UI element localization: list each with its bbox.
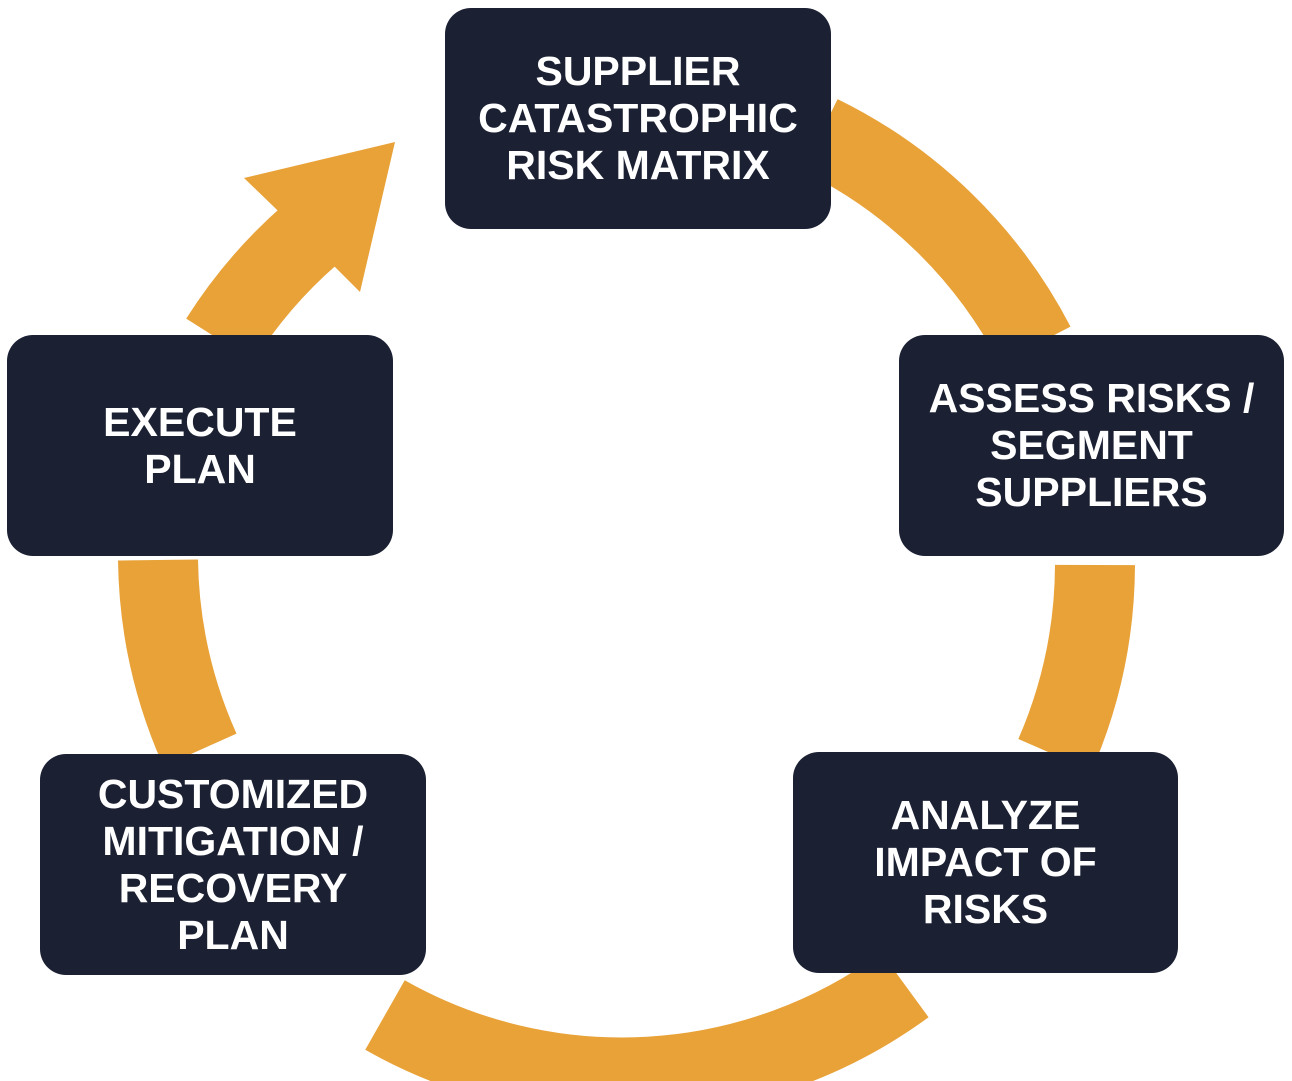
ring-arc-right <box>1018 564 1135 771</box>
step-mitigation-recovery-plan: CUSTOMIZED MITIGATION / RECOVERY PLAN <box>40 754 426 975</box>
ring-arc-left <box>118 558 237 767</box>
step-assess-risks: ASSESS RISKS / SEGMENT SUPPLIERS <box>899 335 1284 556</box>
ring-arc-top-right <box>802 99 1071 364</box>
ring-arc-bottom <box>365 952 929 1081</box>
step-supplier-risk-matrix: SUPPLIER CATASTROPHIC RISK MATRIX <box>445 8 831 229</box>
ring-arc-upper-left <box>186 204 337 362</box>
cycle-arrowhead <box>244 142 395 292</box>
step-analyze-impact: ANALYZE IMPACT OF RISKS <box>793 752 1178 973</box>
step-execute-plan: EXECUTE PLAN <box>7 335 393 556</box>
